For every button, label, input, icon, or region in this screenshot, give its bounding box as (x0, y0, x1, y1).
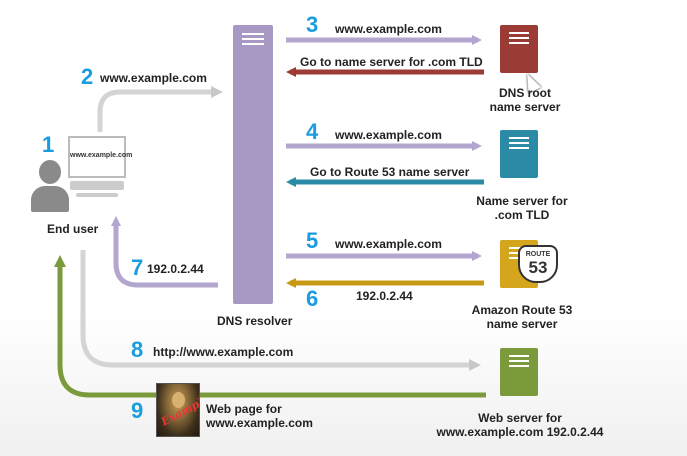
arrow-step9 (54, 255, 486, 398)
step-3-number: 3 (306, 12, 319, 37)
step5-label: www.example.com (335, 237, 442, 251)
root-reply-label: Go to name server for .com TLD (300, 55, 483, 69)
step-5-number: 5 (306, 228, 319, 253)
end-user-label: End user (47, 222, 99, 236)
tld-label-line1: Name server for (476, 194, 568, 208)
web-server-icon (500, 348, 538, 396)
user-body-icon (31, 186, 69, 212)
step-4-number: 4 (306, 119, 319, 144)
step6-label: 192.0.2.44 (356, 289, 413, 303)
root-server-icon (500, 25, 538, 73)
route53-badge-top: ROUTE (525, 251, 551, 258)
step7-label: 192.0.2.44 (147, 262, 204, 276)
dns-resolver-label: DNS resolver (217, 314, 293, 328)
route53-label: Amazon Route 53 name server (460, 303, 584, 331)
step-6-number: 6 (306, 286, 319, 311)
tld-server-icon (500, 130, 538, 178)
web-label-line1: Web server for (478, 411, 562, 425)
arrow-step8 (80, 250, 481, 371)
dns-resolver-server (233, 25, 273, 304)
keyboard-base-icon (76, 193, 118, 197)
arrow-step2 (97, 86, 223, 132)
route53-badge-num: 53 (528, 258, 548, 277)
web-page-label: Web page for www.example.com (206, 402, 313, 430)
web-server-label: Web server for www.example.com 192.0.2.4… (430, 411, 610, 439)
web-page-painting-image: Example (156, 383, 200, 437)
monitor-icon: www.example.com (68, 136, 132, 178)
root-label-line2: name server (489, 100, 561, 114)
step3-label: www.example.com (335, 22, 442, 36)
arrow-step7 (111, 216, 218, 288)
keyboard-icon (70, 181, 124, 190)
tld-reply-label: Go to Route 53 name server (310, 165, 470, 179)
route53-label-line1: Amazon Route 53 (471, 303, 573, 317)
step2-label: www.example.com (100, 71, 207, 85)
user-head-icon (39, 160, 61, 184)
step-1-number: 1 (42, 132, 55, 157)
step8-label: http://www.example.com (153, 345, 294, 359)
step-9-number: 9 (131, 398, 144, 423)
route53-shield-icon: ROUTE 53 (518, 245, 558, 283)
web-label-line2: www.example.com 192.0.2.44 (436, 425, 604, 439)
tld-server-label: Name server for .com TLD (460, 194, 584, 222)
step4-label: www.example.com (335, 128, 442, 142)
web-page-line2: www.example.com (206, 416, 313, 430)
web-page-line1: Web page for (206, 402, 282, 416)
step-7-number: 7 (131, 255, 144, 280)
root-server-label: DNS root name server (470, 86, 580, 114)
route53-label-line2: name server (486, 317, 558, 331)
monitor-url: www.example.com (70, 152, 133, 159)
step-8-number: 8 (131, 337, 144, 362)
tld-label-line2: .com TLD (494, 208, 550, 222)
step-2-number: 2 (81, 64, 94, 89)
root-label-line1: DNS root (499, 86, 551, 100)
